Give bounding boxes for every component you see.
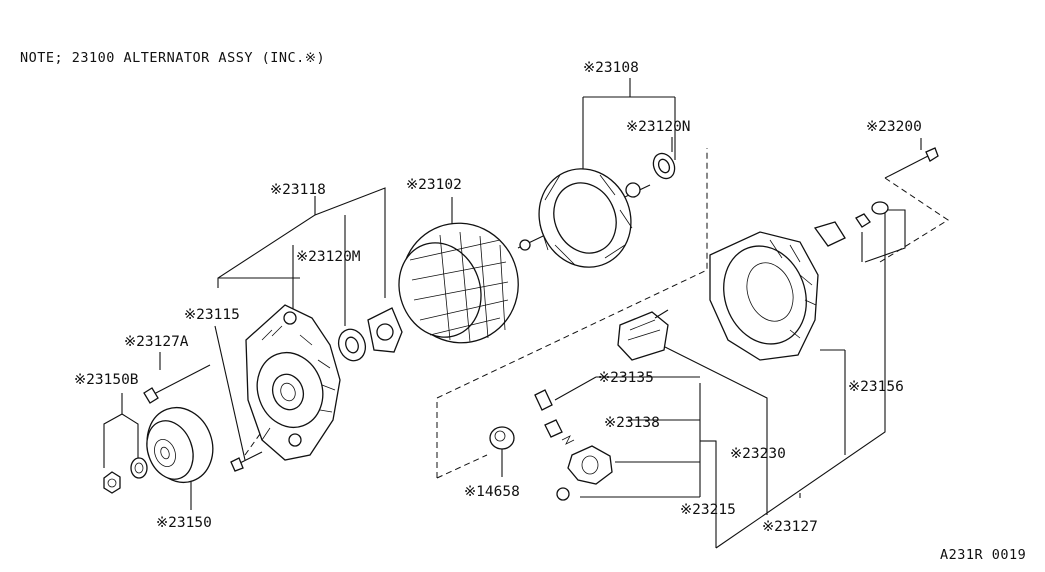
- leader-lines: [103, 78, 922, 549]
- regulator-part: [617, 309, 669, 361]
- stator-part: [398, 222, 519, 344]
- bushing-14658-part: [489, 426, 515, 450]
- label-23156: ※23156: [848, 379, 904, 395]
- label-23120m: ※23120M: [296, 249, 361, 265]
- label-23120n: ※23120N: [626, 119, 691, 135]
- assembly-note: NOTE; 23100 ALTERNATOR ASSY (INC.※): [20, 50, 325, 66]
- pulley-part: [146, 407, 214, 483]
- diagram-code: A231R 0019: [940, 547, 1026, 563]
- label-23200: ※23200: [866, 119, 922, 135]
- label-23230: ※23230: [730, 446, 786, 462]
- rotor-part: [517, 168, 651, 268]
- label-23135: ※23135: [598, 370, 654, 386]
- rear-housing-part: [709, 231, 819, 361]
- label-14658: ※14658: [464, 484, 520, 500]
- part-labels: ※23108 ※23120N ※23200 ※23118 ※23102 ※231…: [74, 60, 922, 535]
- label-23108: ※23108: [583, 60, 639, 76]
- terminal-parts: [813, 201, 889, 247]
- brush-holder-parts: [534, 389, 613, 501]
- label-23115: ※23115: [184, 307, 240, 323]
- label-23150: ※23150: [156, 515, 212, 531]
- bearing-23120n-part: [652, 152, 676, 180]
- label-23215: ※23215: [680, 502, 736, 518]
- nut-washer-23150b-part: [103, 457, 148, 494]
- label-23118: ※23118: [270, 182, 326, 198]
- bolt-23115-part: [230, 451, 263, 472]
- label-23127: ※23127: [762, 519, 818, 535]
- label-23138: ※23138: [604, 415, 660, 431]
- label-23102: ※23102: [406, 177, 462, 193]
- label-23127a: ※23127A: [124, 334, 189, 350]
- label-23150b: ※23150B: [74, 372, 139, 388]
- front-housing-part: [245, 304, 341, 461]
- bolt-23200-part: [884, 147, 939, 179]
- bolt-23127a-part: [143, 364, 211, 404]
- bearing-23120m-part: [337, 307, 403, 362]
